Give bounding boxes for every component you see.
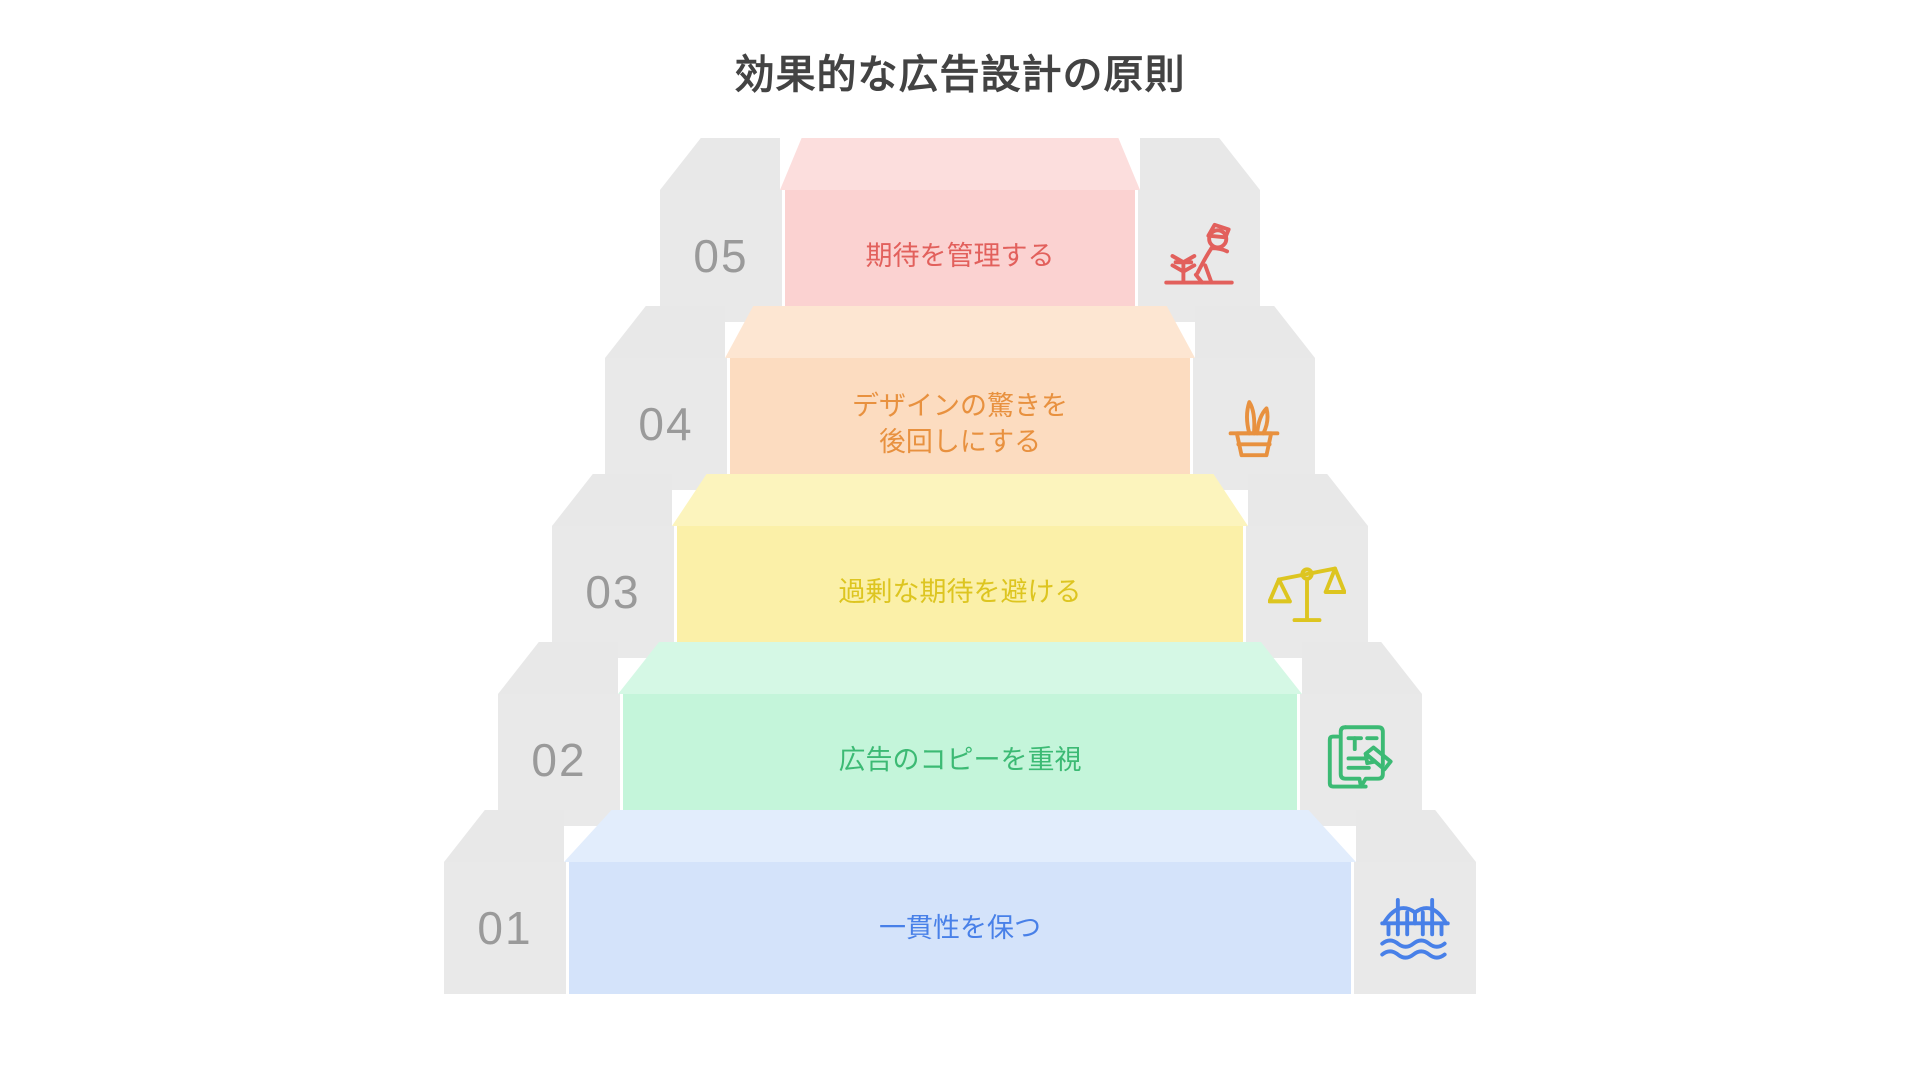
document-pencil-icon <box>1327 725 1393 789</box>
step-03-label: 過剰な期待を避ける <box>677 526 1243 658</box>
step-04-top-center-wedge <box>725 306 1195 358</box>
step-02-label: 広告のコピーを重視 <box>623 694 1297 826</box>
step-04-label-line2: 後回しにする <box>878 427 1042 457</box>
step-03-top-center-wedge <box>672 474 1248 526</box>
magic-hat-rabbit-icon <box>1228 400 1280 458</box>
step-05-number: 05 <box>660 190 782 322</box>
bridge-water-icon <box>1380 897 1450 960</box>
step-03-top-right-wedge <box>1248 474 1368 526</box>
gardener-planting-icon <box>1164 222 1234 285</box>
step-05-front-face: 05 期待を管理する <box>660 190 1260 322</box>
step-01-top-face <box>444 810 1476 862</box>
step-01-top-right-wedge <box>1356 810 1476 862</box>
page-title: 効果的な広告設計の原則 <box>734 53 1186 97</box>
step-02-front-face: 02 広告のコピーを重視 <box>498 694 1422 826</box>
step-02-icon-cell <box>1300 694 1422 826</box>
step-02[interactable]: 02 広告のコピーを重視 <box>498 642 1422 826</box>
step-03-icon-cell <box>1246 526 1368 658</box>
step-05-top-right-wedge <box>1140 138 1260 190</box>
step-02-number: 02 <box>498 694 620 826</box>
step-02-label-line1: 広告のコピーを重視 <box>838 744 1082 775</box>
step-04-label: デザインの驚きを 後回しにする <box>730 358 1190 490</box>
step-02-top-left-wedge <box>498 642 618 694</box>
step-03-top-face <box>552 474 1368 526</box>
step-04-icon-cell <box>1193 358 1315 490</box>
step-03-number: 03 <box>552 526 674 658</box>
step-02-top-face <box>498 642 1422 694</box>
step-05-top-center-wedge <box>780 138 1140 190</box>
step-05-top-face <box>660 138 1260 190</box>
step-05-label-line1: 期待を管理する <box>865 240 1055 271</box>
staircase-diagram: 05 期待を管理する <box>0 138 1920 1060</box>
step-01-number: 01 <box>444 862 566 994</box>
step-01-top-center-wedge <box>564 810 1356 862</box>
step-03-front-face: 03 過剰な期待を避ける <box>552 526 1368 658</box>
step-05-label: 期待を管理する <box>785 190 1135 322</box>
step-04-front-face: 04 デザインの驚きを 後回しにする <box>605 358 1315 490</box>
step-01[interactable]: 01 一貫性を保つ <box>444 810 1476 994</box>
step-03[interactable]: 03 過剰な期待を避ける <box>552 474 1368 658</box>
step-04-top-left-wedge <box>605 306 725 358</box>
step-05-icon-cell <box>1138 190 1260 322</box>
step-02-top-right-wedge <box>1302 642 1422 694</box>
step-03-top-left-wedge <box>552 474 672 526</box>
step-01-front-face: 01 一貫性を保つ <box>444 862 1476 994</box>
step-05[interactable]: 05 期待を管理する <box>660 138 1260 322</box>
step-05-top-left-wedge <box>660 138 780 190</box>
step-01-label-line1: 一貫性を保つ <box>879 912 1041 943</box>
step-03-label-line1: 過剰な期待を避ける <box>838 576 1082 607</box>
step-02-top-center-wedge <box>618 642 1302 694</box>
step-04-top-face <box>605 306 1315 358</box>
step-01-top-left-wedge <box>444 810 564 862</box>
balance-scales-icon <box>1268 566 1346 623</box>
step-01-icon-cell <box>1354 862 1476 994</box>
step-01-label: 一貫性を保つ <box>569 862 1351 994</box>
step-04-top-right-wedge <box>1195 306 1315 358</box>
step-04[interactable]: 04 デザインの驚きを 後回しにする <box>605 306 1315 490</box>
step-04-number: 04 <box>605 358 727 490</box>
step-04-label-line1: デザインの驚きを <box>852 390 1068 421</box>
